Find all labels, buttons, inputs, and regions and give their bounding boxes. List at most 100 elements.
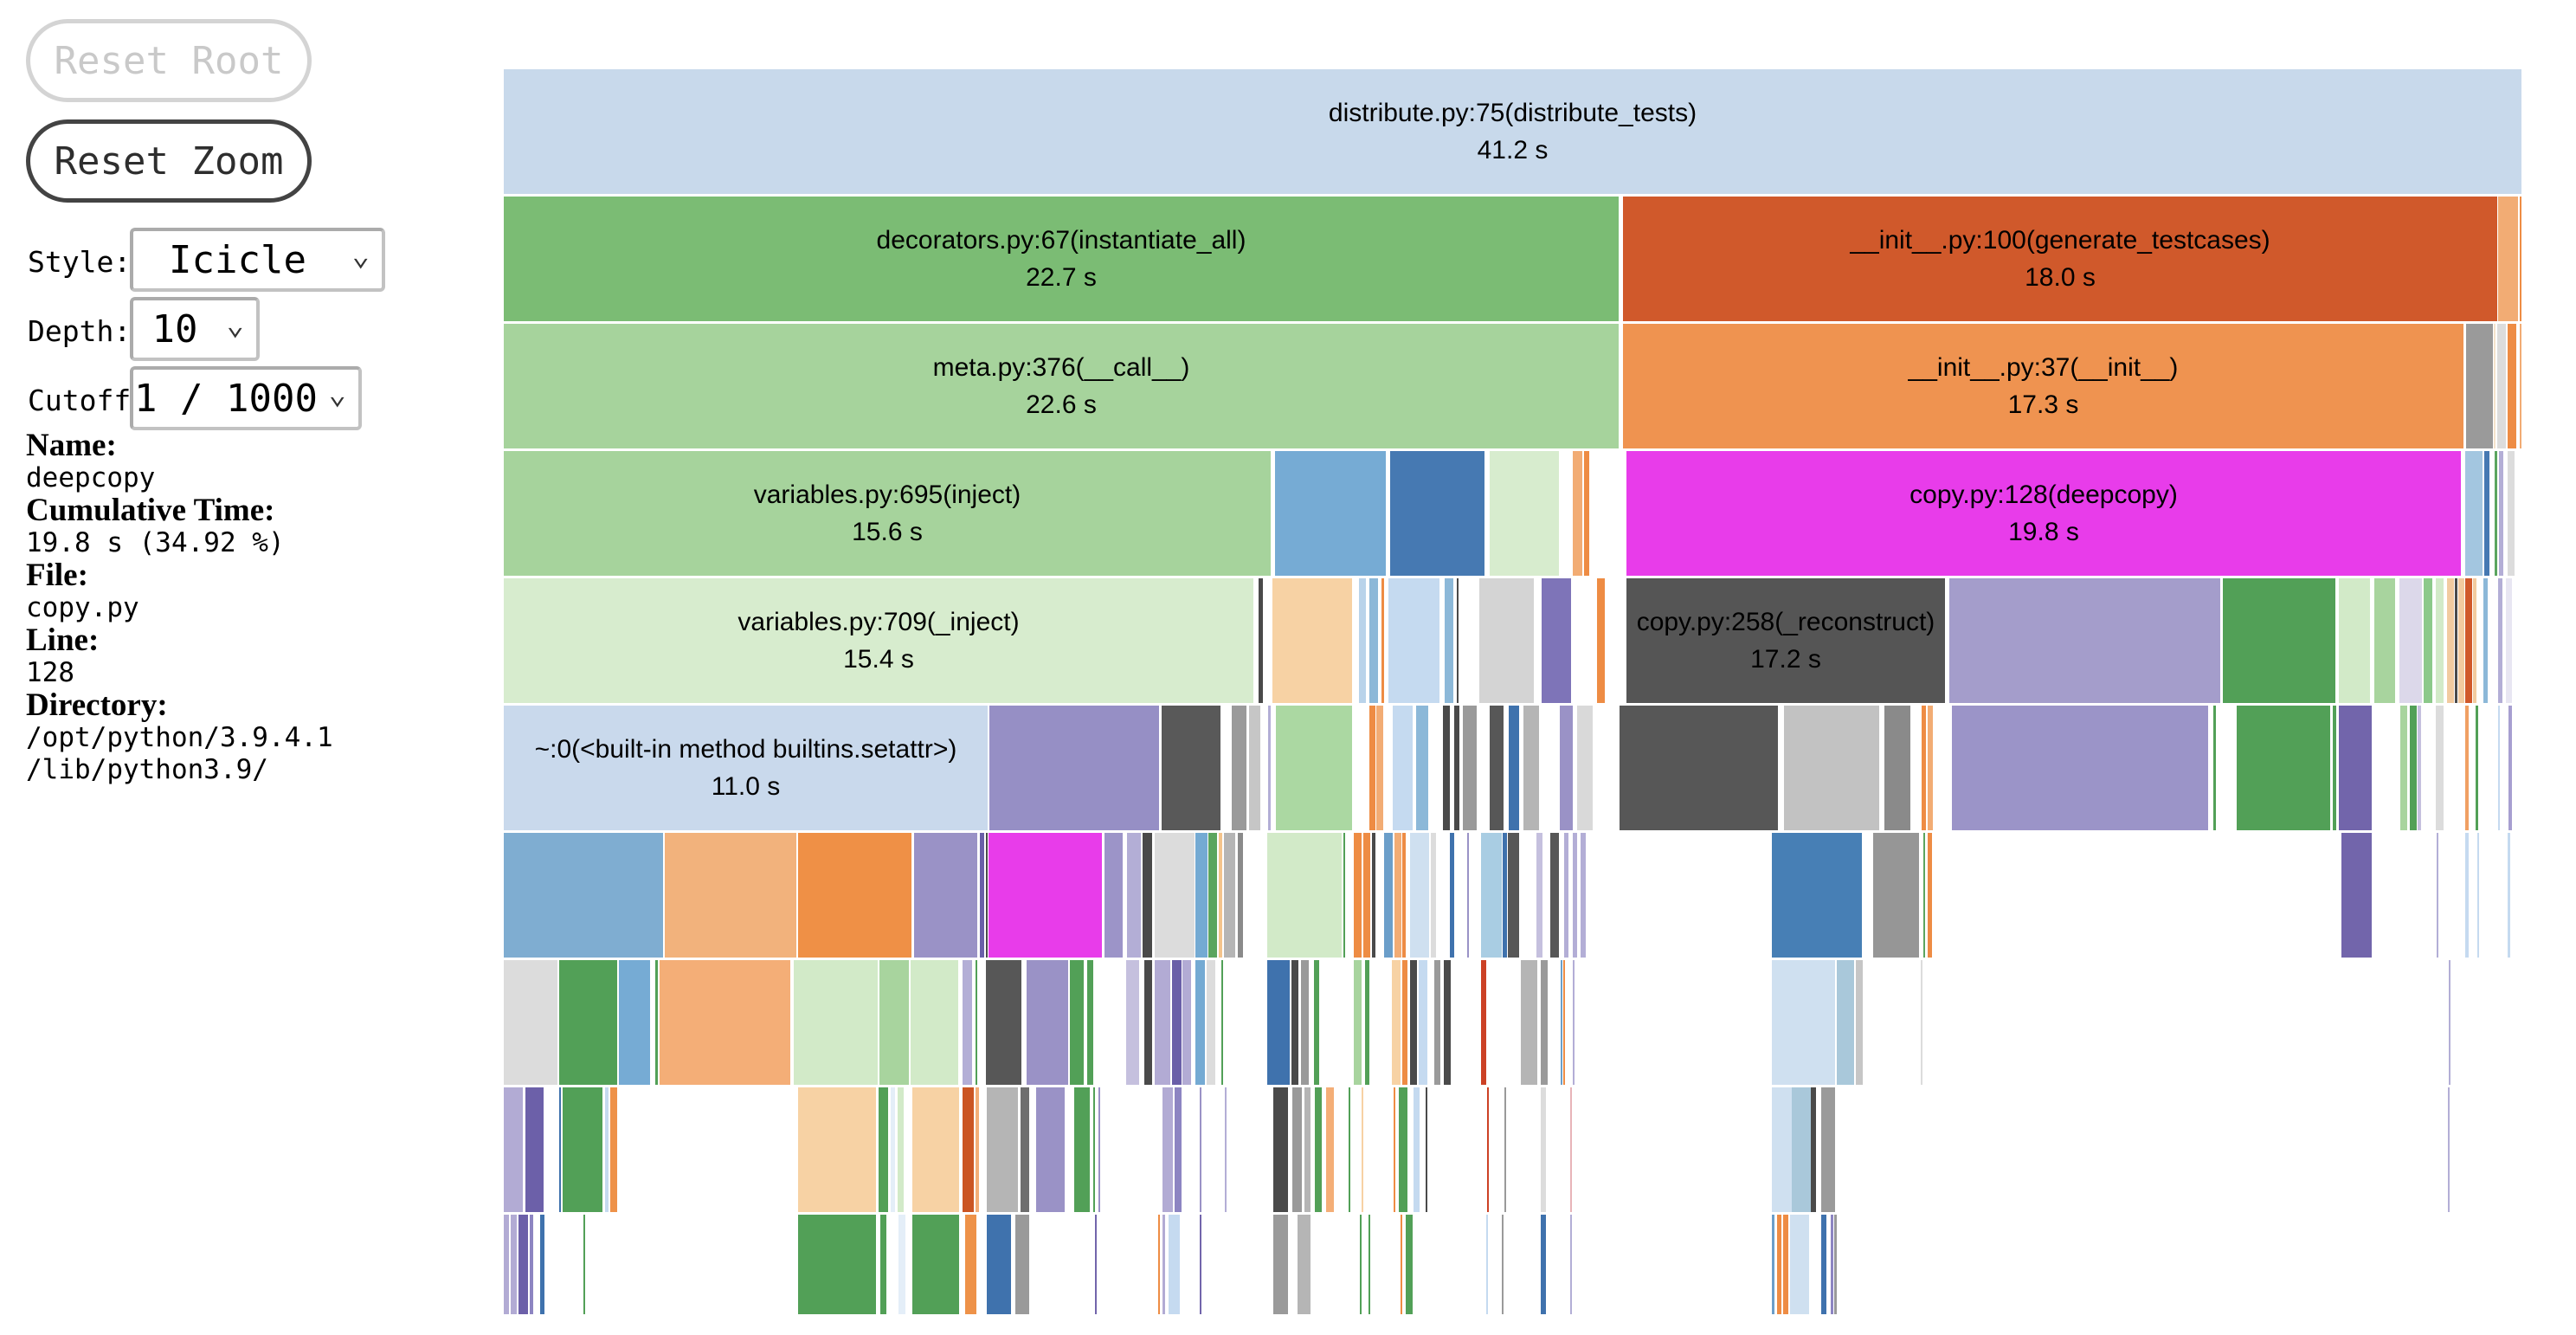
flame-segment[interactable]: [1276, 706, 1352, 830]
flame-segment[interactable]: [898, 1087, 904, 1212]
flame-segment[interactable]: [1362, 1087, 1363, 1212]
flame-segment[interactable]: [1487, 1087, 1489, 1212]
flame-segment[interactable]: [798, 1215, 876, 1314]
flame-segment[interactable]: [1175, 1087, 1182, 1212]
flame-segment[interactable]: [976, 960, 977, 1085]
flame-segment[interactable]: copy.py:128(deepcopy)19.8 s: [1626, 451, 2461, 576]
flame-segment[interactable]: [1381, 578, 1384, 703]
flame-segment[interactable]: [1172, 960, 1182, 1085]
flame-segment[interactable]: [1360, 1215, 1362, 1314]
flame-segment[interactable]: [980, 833, 984, 958]
flame-segment[interactable]: [1221, 960, 1223, 1085]
flame-segment[interactable]: [1837, 960, 1854, 1085]
flame-segment[interactable]: [2520, 197, 2521, 321]
flame-segment[interactable]: [1490, 451, 1559, 576]
reset-zoom-button[interactable]: Reset Zoom: [26, 119, 312, 203]
flame-segment[interactable]: [1410, 960, 1417, 1085]
flame-segment[interactable]: [1272, 578, 1352, 703]
flame-segment[interactable]: variables.py:695(inject)15.6 s: [504, 451, 1271, 576]
flame-segment[interactable]: [1155, 960, 1170, 1085]
flame-segment[interactable]: [898, 1215, 905, 1314]
flame-segment[interactable]: [1443, 706, 1450, 830]
flame-segment[interactable]: __init__.py:100(generate_testcases)18.0 …: [1623, 197, 2497, 321]
flame-segment[interactable]: [1095, 1215, 1097, 1314]
flame-segment[interactable]: [880, 1215, 886, 1314]
flame-segment[interactable]: [798, 833, 911, 958]
flame-segment[interactable]: [1444, 960, 1451, 1085]
flame-segment[interactable]: [1158, 1215, 1160, 1314]
flame-segment[interactable]: [1523, 706, 1539, 830]
flame-segment[interactable]: [2484, 451, 2489, 576]
flame-segment[interactable]: [1811, 1087, 1816, 1212]
flame-segment[interactable]: [1502, 1215, 1504, 1314]
flame-segment[interactable]: [1238, 833, 1243, 958]
flame-segment[interactable]: [2424, 578, 2432, 703]
flame-segment[interactable]: [2477, 833, 2479, 958]
flame-segment[interactable]: [2418, 706, 2421, 830]
flame-segment[interactable]: [1298, 1215, 1311, 1314]
flame-segment[interactable]: [1949, 578, 2220, 703]
flame-segment[interactable]: [504, 1215, 509, 1314]
flame-segment[interactable]: [2473, 578, 2476, 703]
flame-segment[interactable]: [910, 960, 958, 1085]
flame-segment[interactable]: [1573, 960, 1575, 1085]
flame-segment[interactable]: [1577, 706, 1593, 830]
flame-segment[interactable]: [1570, 1215, 1572, 1314]
flame-segment[interactable]: [1093, 1087, 1095, 1212]
flame-segment[interactable]: [1162, 706, 1220, 830]
flame-segment[interactable]: [1369, 578, 1378, 703]
flame-segment[interactable]: [1200, 1215, 1201, 1314]
flame-segment[interactable]: [963, 1087, 974, 1212]
flame-segment[interactable]: [1326, 1087, 1334, 1212]
flame-segment[interactable]: [1249, 706, 1260, 830]
flame-segment[interactable]: [1584, 451, 1589, 576]
flame-segment[interactable]: __init__.py:37(__init__)17.3 s: [1623, 324, 2463, 448]
flame-segment[interactable]: [1856, 960, 1863, 1085]
flame-segment[interactable]: [2237, 706, 2330, 830]
flame-segment[interactable]: [2465, 451, 2483, 576]
flame-segment[interactable]: [1301, 960, 1309, 1085]
flame-segment[interactable]: [1225, 1087, 1227, 1212]
flame-segment[interactable]: [1479, 578, 1534, 703]
flame-segment[interactable]: [2465, 833, 2469, 958]
flame-segment[interactable]: [891, 1087, 895, 1212]
flame-segment[interactable]: [1169, 1215, 1180, 1314]
flame-segment[interactable]: [1542, 578, 1571, 703]
flame-segment[interactable]: [1426, 1087, 1427, 1212]
flame-segment[interactable]: [1873, 833, 1919, 958]
flame-segment[interactable]: [1792, 1087, 1811, 1212]
flame-segment[interactable]: [660, 960, 790, 1085]
depth-select[interactable]: 10 ⌄: [130, 297, 260, 361]
flame-segment[interactable]: [1463, 706, 1477, 830]
flame-segment[interactable]: [530, 1215, 533, 1314]
flame-segment[interactable]: copy.py:258(_reconstruct)17.2 s: [1626, 578, 1945, 703]
flame-segment[interactable]: [504, 1087, 523, 1212]
flame-segment[interactable]: [2499, 451, 2503, 576]
flame-segment[interactable]: [1928, 706, 1933, 830]
flame-segment[interactable]: [1349, 1087, 1350, 1212]
flame-segment[interactable]: [558, 960, 617, 1085]
flame-segment[interactable]: [988, 833, 1102, 958]
flame-segment[interactable]: [2497, 324, 2506, 448]
flame-segment[interactable]: [1952, 706, 2208, 830]
flame-segment[interactable]: [1834, 1215, 1837, 1314]
flame-segment[interactable]: [1074, 1087, 1090, 1212]
flame-segment[interactable]: [1536, 833, 1542, 958]
flame-segment[interactable]: [2447, 1087, 2450, 1212]
flame-segment[interactable]: [504, 960, 557, 1085]
flame-segment[interactable]: [1410, 833, 1429, 958]
flame-segment[interactable]: decorators.py:67(instantiate_all)22.7 s: [504, 197, 1619, 321]
flame-segment[interactable]: [2448, 960, 2450, 1085]
flame-segment[interactable]: [2508, 706, 2512, 830]
flame-segment[interactable]: [1563, 960, 1565, 1085]
flame-segment[interactable]: [1581, 833, 1586, 958]
flame-segment[interactable]: [1365, 960, 1369, 1085]
flame-segment[interactable]: [1481, 960, 1486, 1085]
flame-segment[interactable]: [1457, 578, 1459, 703]
flame-segment[interactable]: distribute.py:75(distribute_tests)41.2 s: [504, 69, 2521, 194]
flame-segment[interactable]: [583, 1215, 585, 1314]
flame-segment[interactable]: [1070, 960, 1084, 1085]
flame-segment[interactable]: [1402, 833, 1406, 958]
flame-segment[interactable]: [2508, 833, 2510, 958]
flame-segment[interactable]: [1772, 1215, 1774, 1314]
